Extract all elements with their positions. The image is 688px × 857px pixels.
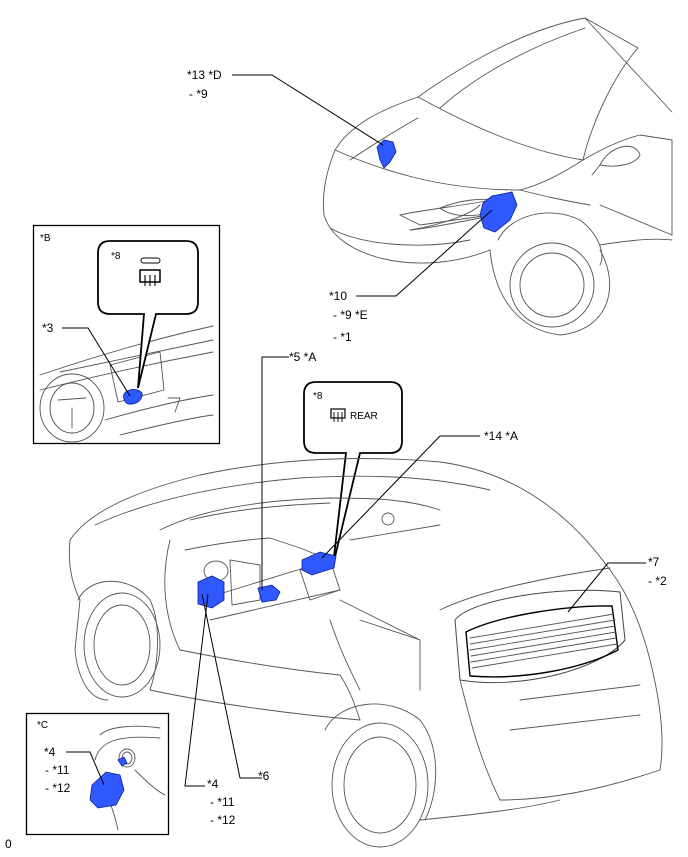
left-panel-part xyxy=(197,575,225,609)
switch-bubble-b xyxy=(97,240,199,389)
leader-inset-c-4 xyxy=(66,751,105,786)
rear-defogger-icon xyxy=(330,408,346,422)
callout-7-sub: - *2 xyxy=(648,574,667,588)
callout-10-sub2: - *1 xyxy=(333,330,352,344)
callout-6: *6 xyxy=(258,769,270,783)
inset-c-sub2: - *12 xyxy=(45,781,71,795)
callout-7: *7 xyxy=(648,555,660,569)
corner-mark: 0 xyxy=(5,837,12,851)
callout-4: *4 xyxy=(207,777,219,791)
rear-switch-text: REAR xyxy=(350,411,378,422)
leader-c13d xyxy=(232,74,384,146)
callout-4-sub1: - *11 xyxy=(210,795,235,809)
front-vehicle-drawing xyxy=(322,17,673,336)
leader-c4 xyxy=(184,593,209,787)
front-sensor-part xyxy=(376,139,397,169)
callout-5a: *5 *A xyxy=(289,350,316,364)
callout-10-sub1: - *9 *E xyxy=(333,308,368,322)
leader-c7 xyxy=(567,562,646,613)
rear-bubble-label: *8 xyxy=(313,391,323,402)
rear-vehicle-drawing xyxy=(68,458,663,848)
leader-c6 xyxy=(201,593,262,779)
leader-inset-b-3 xyxy=(62,327,131,397)
inset-b-part-label: *3 xyxy=(42,321,54,335)
inset-b: *B *8 *3 xyxy=(32,224,221,445)
rear-window-defogger xyxy=(465,605,619,678)
inset-b-title: *B xyxy=(40,233,51,244)
front-headlight-part xyxy=(479,191,518,233)
inset-c-title: *C xyxy=(37,720,48,731)
callout-13d: *13 *D xyxy=(187,68,222,82)
defogger-icon xyxy=(139,269,161,286)
rear-switch-bubble: *8 REAR xyxy=(303,381,403,566)
inset-c-sub1: - *11 xyxy=(45,763,70,777)
callout-10: *10 xyxy=(329,289,347,303)
inset-b-bubble-label: *8 xyxy=(111,251,121,262)
leader-c14a xyxy=(321,435,480,559)
leader-c5a xyxy=(261,356,289,590)
lower-dash-part xyxy=(257,584,281,603)
inset-c-part xyxy=(89,771,125,809)
leader-c10 xyxy=(356,209,493,297)
inset-c-part-label: *4 xyxy=(44,745,56,759)
callout-4-sub2: - *12 xyxy=(210,813,236,827)
center-stack-switch-part xyxy=(301,551,337,576)
callout-14a: *14 *A xyxy=(484,429,518,443)
inset-c: *C *4 - *11 - *12 xyxy=(25,712,170,836)
callout-13d-sub: - *9 xyxy=(189,87,208,101)
inset-c-small-part xyxy=(117,756,128,767)
